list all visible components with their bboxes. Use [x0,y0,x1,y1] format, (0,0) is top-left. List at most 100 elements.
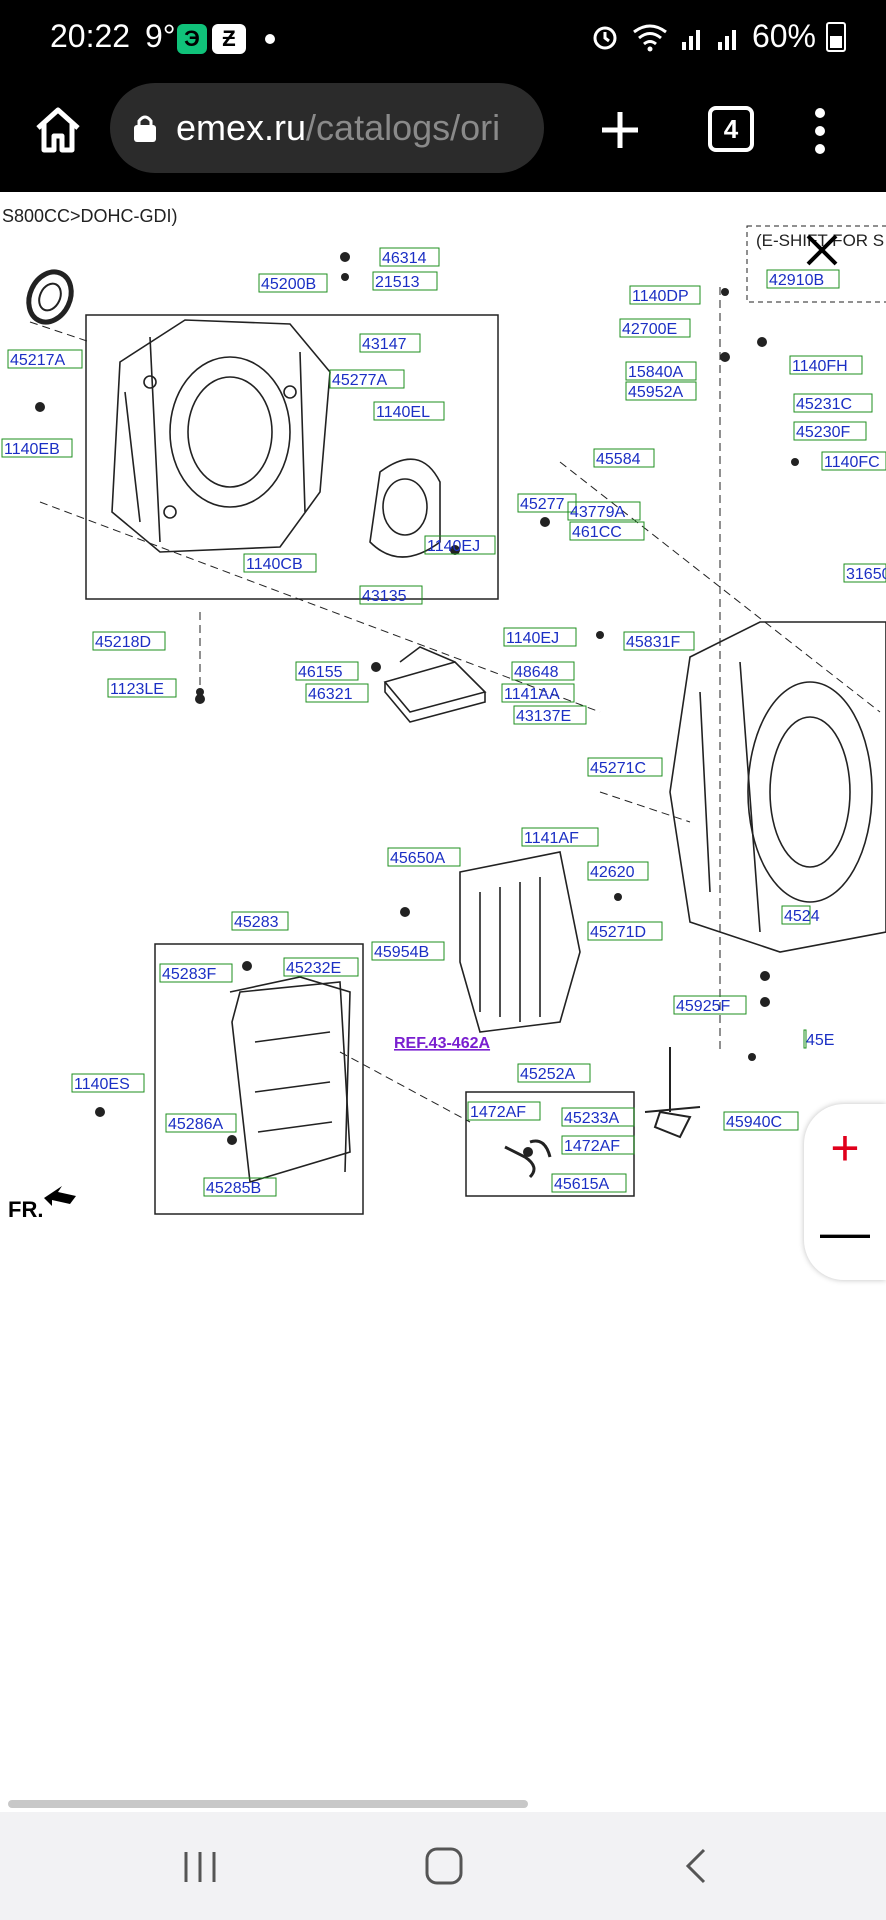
part-label[interactable]: 45277 [517,493,577,513]
part-label[interactable]: 45831F [623,631,695,651]
part-label[interactable]: 45954B [371,941,445,961]
part-label[interactable]: 43779A [567,501,641,521]
part-label[interactable]: 42620 [587,861,649,881]
valve-body-drawing [459,851,581,1033]
part-label[interactable]: 1141AF [521,827,599,847]
svg-text:45230F: 45230F [796,424,850,441]
new-tab-button[interactable] [590,100,650,160]
svg-text:45271C: 45271C [590,760,646,777]
recent-apps-icon[interactable] [180,1850,220,1884]
horizontal-scrollbar[interactable] [8,1800,878,1808]
part-label[interactable]: 45231C [793,393,873,413]
part-label[interactable]: 45286A [165,1113,237,1133]
part-label[interactable]: 42910B [766,269,840,289]
part-label[interactable]: 46155 [295,661,359,681]
notification-dot-icon [265,34,275,44]
part-label[interactable]: 1141AA [501,683,575,703]
transmission-housing-drawing [111,319,331,553]
part-label[interactable]: 4524 [781,905,820,925]
part-label[interactable]: 1123LE [107,678,177,698]
battery-icon [826,21,846,52]
part-label[interactable]: 1140CB [243,553,317,573]
svg-text:42620: 42620 [590,864,635,881]
signal-icon-2 [717,29,736,50]
svg-text:1140CB: 1140CB [246,556,303,573]
part-label[interactable]: 1140EL [373,401,445,421]
zoom-out-icon[interactable]: — [820,1204,870,1260]
svg-text:461CC: 461CC [572,524,622,541]
zoom-in-icon[interactable]: + [830,1120,860,1176]
part-label[interactable]: 461CC [569,521,645,541]
part-label[interactable]: 48648 [511,661,575,681]
close-icon[interactable] [806,234,838,266]
svg-text:45925F: 45925F [676,998,730,1015]
nav-home-icon[interactable] [424,1846,464,1886]
part-label[interactable]: 1472AF [561,1135,635,1155]
part-label[interactable]: 45615A [551,1173,627,1193]
svg-text:45277: 45277 [520,496,565,513]
part-label[interactable]: 1140EJ [503,627,577,647]
parts-diagram[interactable]: S800CC>DOHC-GDI) (E-SHIFT FOR S [0,192,886,1800]
part-label[interactable]: 45218D [92,631,166,651]
part-label[interactable]: 43147 [359,333,421,353]
svg-text:45584: 45584 [596,451,641,468]
part-label[interactable]: 45252A [517,1063,591,1083]
part-label[interactable]: 45925F [673,995,747,1015]
more-vert-icon[interactable] [808,102,832,162]
part-label[interactable]: 1140EB [1,438,73,458]
part-label[interactable]: 1140FH [789,355,863,375]
svg-text:43147: 43147 [362,336,407,353]
svg-text:45233A: 45233A [564,1110,619,1127]
part-label[interactable]: 45283F [159,963,233,983]
part-label[interactable]: 45230F [793,421,867,441]
part-label[interactable]: 15840A [625,361,697,381]
part-label[interactable]: 45650A [387,847,461,867]
part-label[interactable]: 1140FC [821,451,886,471]
svg-text:42700E: 42700E [622,321,677,338]
part-label[interactable]: 46314 [379,247,440,267]
part-label[interactable]: 45285B [203,1177,277,1197]
svg-text:45285B: 45285B [206,1180,261,1197]
svg-text:45252A: 45252A [520,1066,575,1083]
svg-text:1140DP: 1140DP [632,288,689,305]
part-label[interactable]: 1140ES [71,1073,145,1093]
svg-text:45831F: 45831F [626,634,680,651]
ref-link[interactable]: REF.43-462A [394,1035,490,1052]
svg-text:43137E: 43137E [516,708,571,725]
part-label[interactable]: 45277A [329,369,405,389]
part-label[interactable]: 1140DP [629,285,701,305]
back-icon[interactable] [680,1846,710,1886]
part-label[interactable]: 45E [803,1029,834,1049]
part-label[interactable]: 21513 [372,271,438,291]
part-label[interactable]: 43137E [513,705,587,725]
part-label[interactable]: 42700E [619,318,691,338]
svg-text:15840A: 15840A [628,364,683,381]
part-label[interactable]: 43135 [359,585,423,605]
home-icon[interactable] [28,100,88,160]
shift-lever-drawing [644,1047,701,1139]
address-bar[interactable]: emex.ru/catalogs/ori [110,83,544,173]
part-label[interactable]: 45271D [587,921,663,941]
part-label[interactable]: 1140EJ [424,535,496,555]
part-label[interactable]: 46321 [305,683,369,703]
svg-text:45218D: 45218D [95,634,151,651]
svg-text:1141AA: 1141AA [504,686,560,703]
part-label[interactable]: 1472AF [467,1101,541,1121]
svg-text:46314: 46314 [382,250,427,267]
part-label[interactable]: 45283 [231,911,289,931]
part-label[interactable]: 45940C [723,1111,799,1131]
part-label[interactable]: 45233A [561,1107,635,1127]
svg-text:1472AF: 1472AF [470,1104,526,1121]
tabs-button[interactable]: 4 [708,106,754,152]
part-label[interactable]: 45232E [283,957,359,977]
scrollbar-thumb[interactable] [8,1800,528,1808]
eshift-label: (E-SHIFT FOR S [756,231,884,250]
part-label[interactable]: 45584 [593,448,655,468]
part-label[interactable]: 31650 [843,563,886,583]
part-label[interactable]: 45200B [258,273,328,293]
part-label[interactable]: 45217A [7,349,83,369]
svg-text:48648: 48648 [514,664,559,681]
url-host: emex.ru [176,107,307,148]
part-label[interactable]: 45952A [625,381,697,401]
part-label[interactable]: 45271C [587,757,663,777]
